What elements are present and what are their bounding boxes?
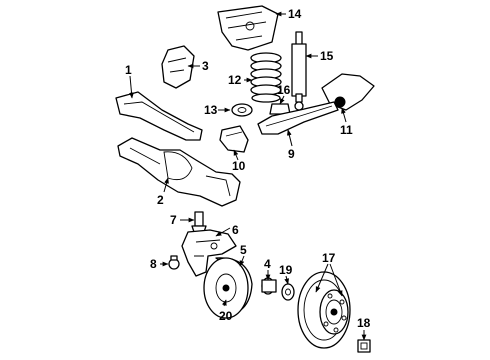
callout-12: 12 bbox=[228, 73, 242, 87]
callout-20: 20 bbox=[219, 309, 233, 323]
callout-16: 16 bbox=[277, 83, 291, 97]
leader-lines bbox=[129, 11, 367, 341]
callout-2: 2 bbox=[157, 193, 164, 207]
shock-absorber bbox=[291, 31, 307, 111]
bushing bbox=[231, 103, 253, 117]
upper-ball-joint bbox=[191, 211, 207, 233]
radius-arm bbox=[257, 101, 339, 135]
callout-5: 5 bbox=[240, 243, 247, 257]
callout-13: 13 bbox=[204, 103, 218, 117]
callout-17: 17 bbox=[322, 251, 336, 265]
callout-11: 11 bbox=[340, 123, 353, 137]
callout-10: 10 bbox=[232, 159, 246, 173]
backing-plate bbox=[203, 257, 249, 319]
callout-3: 3 bbox=[202, 59, 209, 73]
callout-1: 1 bbox=[125, 63, 132, 77]
spindle-bearing bbox=[261, 277, 277, 295]
retainer-bracket bbox=[219, 125, 249, 153]
lower-ball-joint bbox=[168, 255, 180, 270]
bump-stop-bracket bbox=[161, 45, 195, 89]
axle-housing bbox=[117, 137, 241, 207]
callout-19: 19 bbox=[279, 263, 293, 277]
callout-14: 14 bbox=[288, 7, 302, 21]
bearing-cone bbox=[281, 283, 295, 301]
coil-spring bbox=[250, 52, 282, 103]
callout-6: 6 bbox=[232, 223, 239, 237]
spring-seat-bracket bbox=[217, 5, 279, 51]
callout-8: 8 bbox=[150, 257, 157, 271]
hub-and-rotor bbox=[297, 271, 351, 349]
callout-15: 15 bbox=[320, 49, 334, 63]
callout-9: 9 bbox=[288, 147, 295, 161]
hub-cap-nut bbox=[357, 339, 371, 353]
callout-18: 18 bbox=[357, 316, 371, 330]
callout-4: 4 bbox=[264, 257, 271, 271]
callout-7: 7 bbox=[170, 213, 177, 227]
axle-beam bbox=[115, 91, 203, 141]
